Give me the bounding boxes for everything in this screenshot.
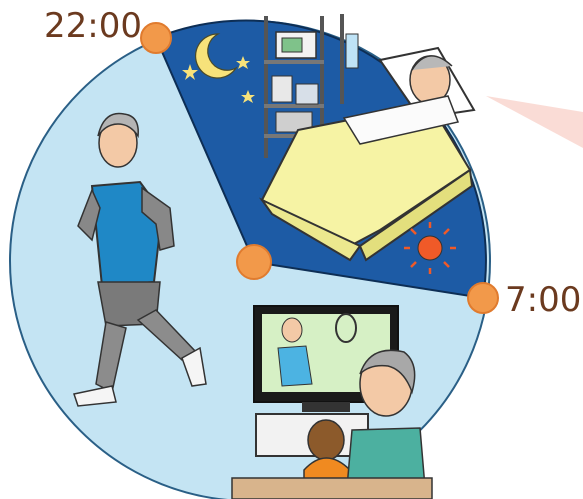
light-beam [486,96,583,148]
center-marker [237,245,271,279]
end-time-label: 7:00 [505,280,581,320]
start-time-marker [141,23,171,53]
end-time-marker [468,283,498,313]
start-time-label: 22:00 [44,6,142,46]
